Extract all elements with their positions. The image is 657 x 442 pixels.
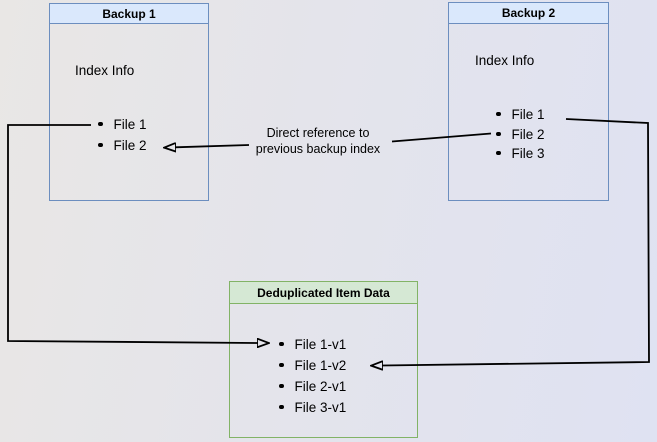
node-backup-2-title: Backup 2 — [501, 6, 556, 20]
bullet-icon — [98, 121, 103, 127]
node-deduplicated-item-data-header: Deduplicated Item Data — [230, 282, 417, 304]
edge-label-line-2: previous backup index — [255, 141, 381, 156]
backup-2-file-1-label: File 1 — [511, 106, 545, 122]
node-backup-1-header: Backup 1 — [50, 4, 208, 24]
bullet-icon — [98, 142, 103, 148]
backup-1-file-item: File 2 — [98, 135, 147, 155]
edge-label-line-1: Direct reference to — [266, 126, 370, 140]
node-backup-1: Backup 1 — [49, 3, 209, 201]
bullet-icon — [279, 383, 284, 389]
dedup-file-3-v1-label: File 3-v1 — [294, 399, 347, 415]
backup-2-file-2-label: File 2 — [511, 126, 545, 142]
bullet-icon — [496, 111, 501, 117]
node-backup-2-header: Backup 2 — [449, 3, 608, 24]
dedup-file-item: File 3-v1 — [279, 397, 346, 417]
dedup-file-item: File 2-v1 — [279, 376, 346, 396]
backup-1-file-1-label: File 1 — [113, 116, 147, 132]
node-backup-1-title: Backup 1 — [102, 6, 156, 21]
node-deduplicated-item-data: Deduplicated Item Data — [229, 281, 418, 438]
dedup-file-2-v1-label: File 2-v1 — [294, 378, 347, 394]
edge-label-direct-reference: Direct reference to previous backup inde… — [208, 126, 428, 157]
bullet-icon — [496, 150, 501, 156]
dedup-file-item: File 1-v2 — [279, 355, 346, 375]
backup-1-index-info-label: Index Info — [75, 63, 135, 78]
backup-2-file-3-label: File 3 — [511, 145, 545, 161]
backup-1-file-item: File 1 — [98, 114, 147, 134]
bullet-icon — [279, 362, 284, 368]
node-deduplicated-item-data-title: Deduplicated Item Data — [257, 285, 390, 300]
dedup-file-1-v2-label: File 1-v2 — [294, 357, 347, 373]
dedup-file-item: File 1-v1 — [279, 334, 346, 354]
backup-2-file-item: File 2 — [496, 124, 545, 144]
backup-2-file-item: File 3 — [496, 143, 545, 163]
backup-2-file-item: File 1 — [496, 104, 545, 124]
bullet-icon — [279, 341, 284, 347]
dedup-file-1-v1-label: File 1-v1 — [294, 336, 347, 352]
bullet-icon — [496, 131, 501, 137]
node-backup-2: Backup 2 — [448, 2, 609, 201]
backup-1-file-2-label: File 2 — [113, 137, 147, 153]
bullet-icon — [279, 404, 284, 410]
backup-2-index-info-label: Index Info — [475, 53, 535, 68]
